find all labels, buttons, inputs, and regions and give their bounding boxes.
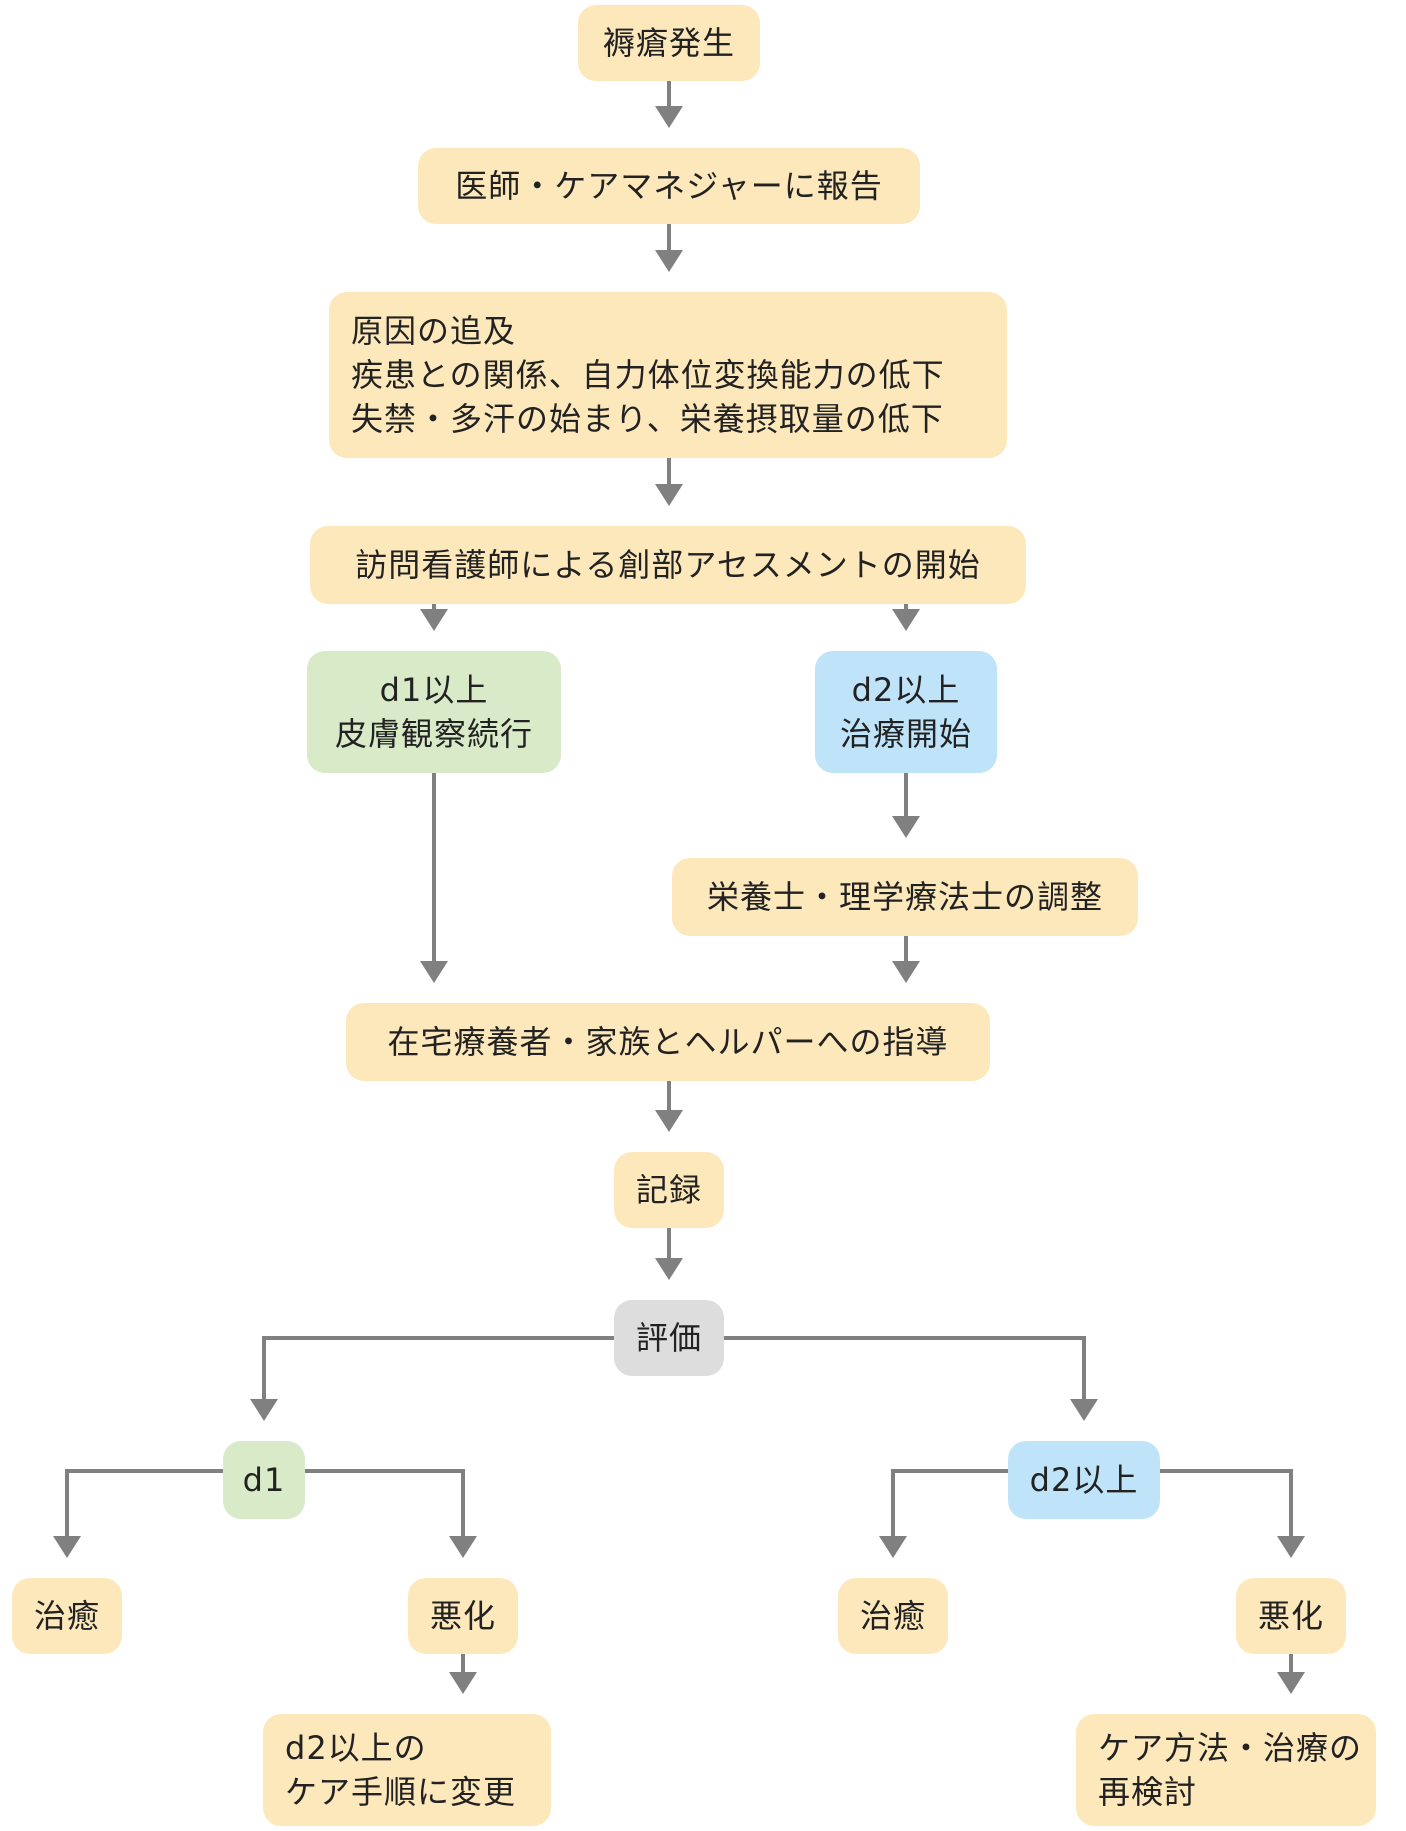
arrow-evaluation-to-d2-line <box>724 1336 1086 1399</box>
arrow-d2-to-coordination <box>892 773 920 838</box>
guidance-box: 在宅療養者・家族とヘルパーへの指導 <box>346 1003 990 1081</box>
arrow-d1-to-worse-line <box>305 1469 465 1536</box>
arrow-cause-to-assessment-head <box>655 484 683 506</box>
arrow-guidance-to-record <box>655 1081 683 1132</box>
arrow-assessment-to-d1 <box>420 604 448 631</box>
d2-branch-box: d2以上 治療開始 <box>815 651 997 773</box>
eval-d1-label: d1 <box>242 1460 286 1499</box>
arrow-report-to-cause-head <box>655 250 683 272</box>
d1-worse-box: 悪化 <box>408 1578 518 1654</box>
d2-review-line-2: 再検討 <box>1098 1773 1198 1811</box>
assessment-label: 訪問看護師による創部アセスメントの開始 <box>355 545 981 584</box>
d1-branch-line-1: d1以上 <box>379 670 489 709</box>
arrow-onset-to-report <box>655 81 683 128</box>
evaluation-box: 評価 <box>614 1300 724 1376</box>
arrow-cause-to-assessment <box>655 458 683 506</box>
assessment-box: 訪問看護師による創部アセスメントの開始 <box>310 526 1026 604</box>
arrow-d1-to-healed <box>53 1469 223 1558</box>
d2-branch-line-2: 治療開始 <box>839 715 972 753</box>
d2-healed-label: 治癒 <box>859 1596 926 1635</box>
d2-healed-box: 治癒 <box>838 1578 948 1654</box>
cause-box: 原因の追及 疾患との関係、自力体位変換能力の低下 失禁・多汗の始まり、栄養摂取量… <box>329 292 1007 458</box>
arrow-d2-to-coordination-head <box>892 816 920 838</box>
arrow-evaluation-to-d2-head <box>1070 1399 1098 1421</box>
coordination-box: 栄養士・理学療法士の調整 <box>672 858 1138 936</box>
record-box: 記録 <box>614 1152 724 1228</box>
arrow-d2-worse-to-review-head <box>1277 1672 1305 1694</box>
guidance-label: 在宅療養者・家族とヘルパーへの指導 <box>387 1022 949 1061</box>
d1-branch-line-2: 皮膚観察続行 <box>334 715 533 753</box>
arrow-d1-to-guidance-head <box>420 961 448 983</box>
eval-d2-label: d2以上 <box>1029 1460 1139 1499</box>
arrow-record-to-evaluation <box>655 1228 683 1280</box>
arrow-d1-worse-to-change <box>449 1654 477 1694</box>
onset-label: 褥瘡発生 <box>602 23 735 62</box>
d2-review-box: ケア方法・治療の 再検討 <box>1076 1714 1376 1826</box>
arrow-assessment-to-d1-head <box>420 609 448 631</box>
arrow-coordination-to-guidance-head <box>892 961 920 983</box>
arrow-d2-to-healed-head <box>879 1536 907 1558</box>
d1-change-line-2: ケア手順に変更 <box>285 1773 517 1811</box>
onset-box: 褥瘡発生 <box>578 5 760 81</box>
d1-change-box: d2以上の ケア手順に変更 <box>263 1714 551 1826</box>
arrow-evaluation-to-d1-head <box>250 1399 278 1421</box>
arrow-evaluation-to-d1-line <box>262 1336 614 1399</box>
d1-healed-box: 治癒 <box>12 1578 122 1654</box>
arrow-guidance-to-record-head <box>655 1110 683 1132</box>
arrow-assessment-to-d2 <box>892 604 920 631</box>
report-box: 医師・ケアマネジャーに報告 <box>418 148 920 224</box>
arrow-d1-to-worse-head <box>449 1536 477 1558</box>
d2-worse-box: 悪化 <box>1236 1578 1346 1654</box>
record-label: 記録 <box>635 1170 702 1209</box>
arrow-d1-to-healed-line <box>65 1469 223 1536</box>
arrow-d2-to-worse-line <box>1160 1469 1293 1536</box>
evaluation-label: 評価 <box>635 1318 702 1357</box>
report-label: 医師・ケアマネジャーに報告 <box>455 166 883 205</box>
arrow-d1-to-guidance <box>420 773 448 983</box>
d2-review-line-1: ケア方法・治療の <box>1098 1728 1363 1767</box>
d2-worse-label: 悪化 <box>1257 1596 1324 1635</box>
arrow-d2-worse-to-review <box>1277 1654 1305 1694</box>
arrow-d2-to-healed-line <box>891 1469 1008 1536</box>
cause-line-1: 原因の追及 <box>351 311 517 350</box>
eval-d2-box: d2以上 <box>1008 1441 1160 1519</box>
arrow-d2-to-healed <box>879 1469 1008 1558</box>
arrow-onset-to-report-head <box>655 106 683 128</box>
d2-branch-line-1: d2以上 <box>851 670 961 709</box>
arrow-d1-worse-to-change-head <box>449 1672 477 1694</box>
arrow-coordination-to-guidance <box>892 936 920 983</box>
cause-line-2: 疾患との関係、自力体位変換能力の低下 <box>351 355 945 394</box>
arrow-d1-to-healed-head <box>53 1536 81 1558</box>
arrow-d2-to-worse-head <box>1277 1536 1305 1558</box>
eval-d1-box: d1 <box>223 1441 305 1519</box>
d1-healed-label: 治癒 <box>33 1596 100 1635</box>
arrow-d2-to-worse <box>1160 1469 1305 1558</box>
cause-line-3: 失禁・多汗の始まり、栄養摂取量の低下 <box>351 400 944 439</box>
d1-worse-label: 悪化 <box>429 1596 496 1635</box>
arrow-record-to-evaluation-head <box>655 1258 683 1280</box>
d1-branch-box: d1以上 皮膚観察続行 <box>307 651 561 773</box>
coordination-label: 栄養士・理学療法士の調整 <box>706 877 1103 916</box>
arrow-d1-to-worse <box>305 1469 477 1558</box>
arrow-assessment-to-d2-head <box>892 609 920 631</box>
arrow-report-to-cause <box>655 224 683 272</box>
arrow-evaluation-to-d1 <box>250 1336 614 1421</box>
d1-change-line-1: d2以上の <box>285 1728 427 1767</box>
arrow-evaluation-to-d2 <box>724 1336 1098 1421</box>
